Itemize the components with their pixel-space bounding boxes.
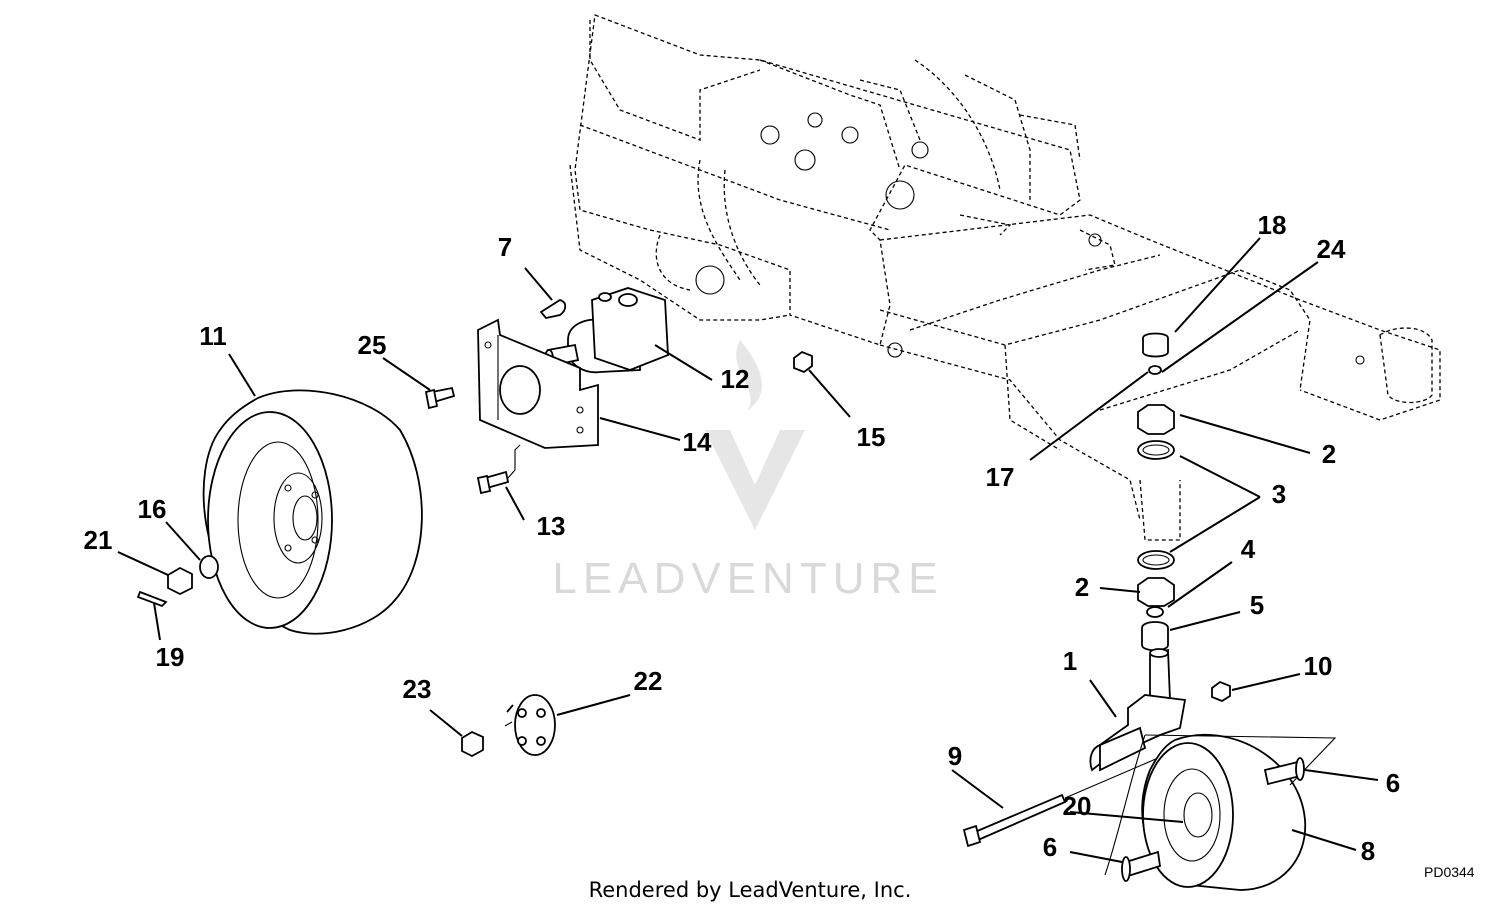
callout-17: 17 [986, 462, 1015, 492]
callout-15: 15 [857, 422, 886, 452]
callout-13: 13 [537, 511, 566, 541]
callout-3: 3 [1272, 479, 1286, 509]
leadventure-watermark: LEADVENTURE [552, 340, 943, 603]
sleeve-right [1263, 757, 1305, 786]
callout-20: 20 [1063, 791, 1092, 821]
callout-2-lower: 2 [1075, 572, 1089, 602]
wheel-hub [504, 694, 556, 756]
callout-22: 22 [634, 666, 663, 696]
sleeve-left [1121, 850, 1161, 882]
caster-yoke [1089, 648, 1187, 772]
key [539, 299, 567, 319]
nut-10 [1211, 680, 1231, 703]
bolt-13 [476, 444, 521, 495]
callout-11: 11 [199, 321, 227, 351]
caster-wheel [1104, 733, 1337, 891]
tractor-frame [569, 14, 1441, 541]
rear-wheel [202, 389, 423, 635]
callout-6-right: 6 [1386, 768, 1400, 798]
callout-24: 24 [1317, 234, 1346, 264]
callout-8: 8 [1361, 836, 1375, 866]
motor-bracket [477, 318, 599, 449]
seal [1146, 606, 1164, 618]
callout-16: 16 [138, 494, 167, 524]
drawing-id: PD0344 [1424, 864, 1475, 880]
bolt-25 [424, 386, 456, 410]
callout-25: 25 [358, 330, 387, 360]
watermark-text: LEADVENTURE [552, 554, 943, 603]
callout-12: 12 [721, 364, 750, 394]
callout-5: 5 [1250, 590, 1264, 620]
castle-nut [167, 566, 193, 596]
bearing-lower [1137, 577, 1175, 607]
render-credit: Rendered by LeadVenture, Inc. [588, 878, 912, 902]
bearing-upper [1137, 404, 1175, 435]
washer-24 [1148, 365, 1162, 375]
callout-18: 18 [1258, 210, 1287, 240]
spacer [1141, 621, 1169, 652]
nut-15 [793, 350, 813, 374]
callout-2-upper: 2 [1322, 439, 1336, 469]
dust-cap [1142, 332, 1169, 358]
callout-21: 21 [84, 525, 113, 555]
lug-nut [461, 730, 484, 758]
callout-19: 19 [156, 642, 185, 672]
cotter-pin [136, 590, 168, 608]
callout-9: 9 [948, 741, 962, 771]
callouts: 1 2 2 3 4 5 6 6 7 8 9 10 11 12 13 14 15 … [84, 210, 1401, 866]
caster-stack [1137, 332, 1175, 652]
leader-lines [117, 237, 1379, 863]
washer-16 [199, 555, 219, 579]
transaxle [544, 287, 669, 374]
callout-10: 10 [1304, 651, 1333, 681]
race-lower [1137, 550, 1175, 570]
race-upper [1137, 440, 1175, 460]
callout-4: 4 [1241, 534, 1256, 564]
callout-6-left: 6 [1043, 832, 1057, 862]
callout-14: 14 [683, 427, 712, 457]
callout-23: 23 [403, 674, 432, 704]
callout-1: 1 [1063, 646, 1077, 676]
callout-7: 7 [498, 232, 512, 262]
